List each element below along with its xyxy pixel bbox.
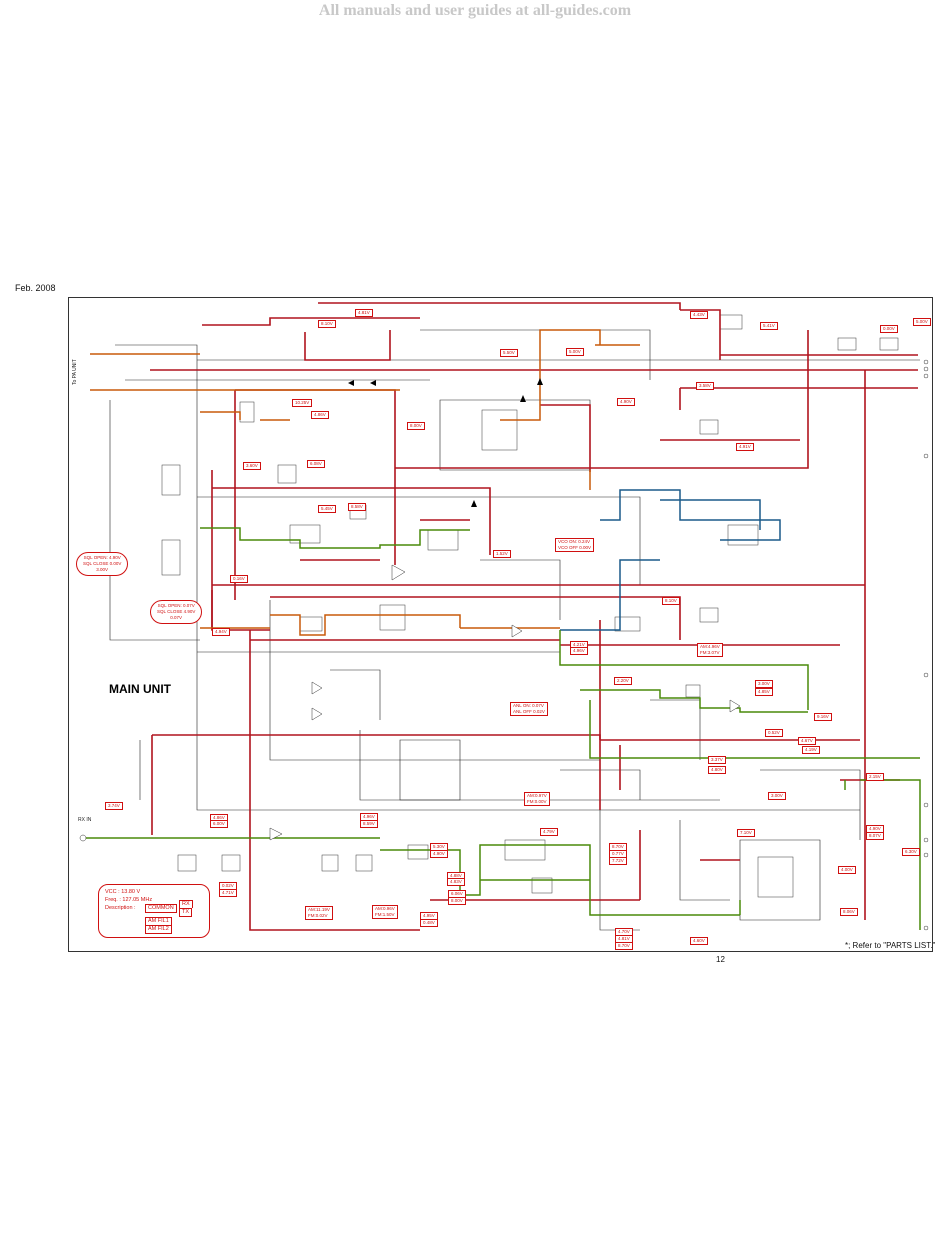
legend-description: Description :	[105, 905, 136, 911]
voltage-tag: 0.52V	[765, 729, 783, 737]
legend-common: COMMON	[145, 904, 177, 913]
voltage-tag: 8.00V	[448, 897, 466, 905]
voltage-tag: 3.00V	[768, 792, 786, 800]
voltage-tag: 0.16V	[230, 575, 248, 583]
voltage-tag: 8.59V	[360, 820, 378, 828]
voltage-tag: 4.85V	[755, 688, 773, 696]
voltage-tag: 3.00V	[755, 680, 773, 688]
am-fm-voltage-note: AM:11.19V FM:0.02V	[305, 906, 333, 920]
note-line: ANL OFF 0.02V	[513, 709, 545, 714]
legend-am-fil1: AM FIL1	[145, 917, 172, 925]
voltage-tag: 2.15V	[866, 773, 884, 781]
measurement-legend: VCC : 13.80 V Freq. : 127.05 MHz Descrip…	[98, 884, 210, 938]
voltage-tag: 10.25V	[292, 399, 313, 407]
note-line: VCO ON: 0.24V	[558, 539, 591, 544]
voltage-tag: 9.16V	[814, 713, 832, 721]
squelch-voltage-note: SQL OPEN: 4.90V SQL CLOSE 0.00V 3.00V	[76, 552, 129, 576]
note-line: FM:0.00V	[527, 799, 547, 804]
voltage-tag: 4.67V	[798, 737, 816, 745]
voltage-tag: 4.86V	[311, 411, 329, 419]
parts-list-note: *; Refer to "PARTS LIST."	[845, 941, 936, 950]
voltage-tag: 1.52V	[493, 550, 511, 558]
note-line: VCO OFF 0.00V	[558, 545, 592, 550]
voltage-tag: 3.58V	[696, 382, 714, 390]
legend-rx: RX	[179, 900, 193, 908]
note-line: FM:3.07V	[700, 650, 720, 655]
voltage-tag: 5.00V	[566, 348, 584, 356]
note-line: FM:1.50V	[375, 912, 395, 917]
note-line: FM:0.02V	[308, 913, 328, 918]
schematic-frame	[68, 297, 933, 952]
voltage-tag: 4.80V	[708, 766, 726, 774]
pa-unit-port-label: To PA UNIT	[72, 359, 78, 385]
vco-voltage-note: VCO ON: 0.24V VCO OFF 0.00V	[555, 538, 595, 552]
rx-in-port-label: RX IN	[78, 817, 92, 823]
voltage-tag: 4.83V	[447, 878, 465, 886]
note-line: ANL ON: 0.07V	[513, 703, 544, 708]
oval-line: 0.07V	[170, 615, 183, 620]
note-line: AM:11.19V	[308, 907, 330, 912]
voltage-tag: 5.41V	[760, 322, 778, 330]
voltage-tag: 4.00V	[838, 866, 856, 874]
unit-title: MAIN UNIT	[109, 682, 171, 696]
legend-frequency: Freq. : 127.05 MHz	[105, 897, 153, 903]
note-line: AM:4.96V	[700, 644, 720, 649]
voltage-tag: 8.10V	[318, 320, 336, 328]
voltage-tag: 0.00V	[880, 325, 898, 333]
oval-line: SQL CLOSE 4.90V	[157, 609, 196, 614]
am-fm-voltage-note: AM:0.97V FM:0.00V	[524, 792, 550, 806]
voltage-tag: 5.50V	[500, 349, 518, 357]
oval-line: SQL OPEN: 0.07V	[157, 603, 195, 608]
am-fm-voltage-note: AM:0.96V FM:1.50V	[372, 905, 398, 919]
oval-line: SQL OPEN: 4.90V	[83, 555, 121, 560]
squelch-voltage-note: SQL OPEN: 0.07V SQL CLOSE 4.90V 0.07V	[150, 600, 203, 624]
voltage-tag: 3.60V	[243, 462, 261, 470]
voltage-tag: 2.20V	[614, 677, 632, 685]
voltage-tag: 4.96V	[570, 647, 588, 655]
oval-line: 3.00V	[96, 567, 109, 572]
voltage-tag: 4.91V	[736, 443, 754, 451]
voltage-tag: 8.06V	[840, 908, 858, 916]
voltage-tag: 3.37V	[708, 756, 726, 764]
voltage-tag: 4.79V	[540, 828, 558, 836]
voltage-tag: 6.30V	[902, 848, 920, 856]
am-fm-voltage-note: AM:4.96V FM:3.07V	[697, 643, 723, 657]
voltage-tag: 4.71V	[219, 889, 237, 897]
watermark: All manuals and user guides at all-guide…	[318, 2, 632, 19]
page-number: 12	[716, 955, 725, 964]
voltage-tag: 4.60V	[690, 937, 708, 945]
voltage-tag: 8.58V	[348, 503, 366, 511]
voltage-tag: 8.70V	[615, 942, 633, 950]
voltage-tag: 3.74V	[105, 802, 123, 810]
note-line: AM:0.97V	[527, 793, 547, 798]
voltage-tag: 4.94V	[212, 628, 230, 636]
voltage-tag: 4.43V	[690, 311, 708, 319]
voltage-tag: 4.90V	[430, 850, 448, 858]
voltage-tag: 8.00V	[407, 422, 425, 430]
voltage-tag: 0.48V	[420, 919, 438, 927]
oval-line: SQL CLOSE 0.00V	[83, 561, 122, 566]
note-line: AM:0.96V	[375, 906, 395, 911]
voltage-tag: 4.19V	[802, 746, 820, 754]
document-date: Feb. 2008	[15, 283, 56, 293]
voltage-tag: 7.10V	[737, 829, 755, 837]
voltage-tag: 6.00V	[210, 820, 228, 828]
legend-am-fil2: AM FIL2	[145, 925, 172, 934]
voltage-tag: 8.10V	[662, 597, 680, 605]
voltage-tag: 4.90V	[617, 398, 635, 406]
legend-vcc: VCC : 13.80 V	[105, 889, 141, 895]
voltage-tag: 5.45V	[318, 505, 336, 513]
legend-tx: TX	[179, 908, 193, 917]
voltage-tag: 6.08V	[307, 460, 325, 468]
voltage-tag: 7.72V	[609, 857, 627, 865]
voltage-tag: 4.81V	[355, 309, 373, 317]
voltage-tag: 5.00V	[913, 318, 931, 326]
voltage-tag: 8.07V	[866, 832, 884, 840]
anl-voltage-note: ANL ON: 0.07V ANL OFF 0.02V	[510, 702, 548, 716]
